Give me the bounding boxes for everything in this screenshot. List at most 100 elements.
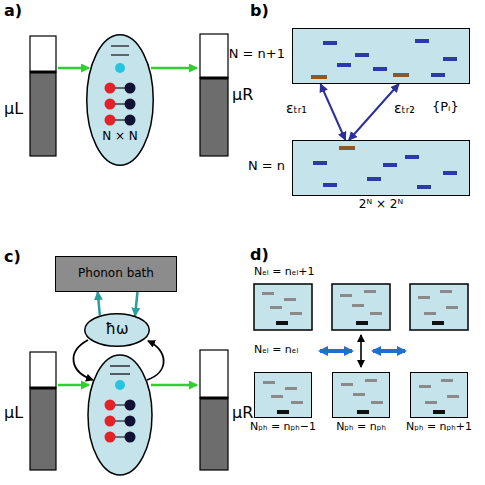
chemical-potential: μL (4, 404, 23, 422)
panel-letter: b) (250, 2, 269, 20)
energy-level (373, 67, 387, 71)
state-box: Nₚₕ = nₚₕ−1 (254, 372, 312, 418)
energy-level (285, 387, 297, 390)
state-box (332, 284, 390, 330)
transition-energy: εₜᵣ₂ (394, 100, 415, 116)
state-box: Nₚₕ = nₚₕ (332, 372, 390, 418)
ellipse-outline (86, 34, 154, 166)
node-label: ħω (84, 321, 150, 338)
energy-level (447, 395, 459, 398)
energy-level (417, 185, 431, 189)
left-electrode (30, 36, 56, 156)
molecule-ellipse: N × N (86, 34, 154, 166)
exchange-arrow (98, 292, 100, 315)
state-box (410, 284, 468, 330)
energy-level (425, 401, 437, 404)
molecule-ellipse (88, 355, 152, 475)
phonon-mode-ellipse: ħω (84, 313, 150, 347)
level-marks (293, 29, 468, 82)
electron-number: Nₑₗ = nₑₗ+1 (254, 266, 314, 279)
chemical-potential: μL (4, 100, 23, 118)
node-label: Nₚₕ = nₚₕ (311, 421, 411, 434)
energy-level (355, 53, 369, 57)
state-box: N = n2ᴺ × 2ᴺ (292, 140, 470, 196)
node-label: Nₚₕ = nₚₕ−1 (233, 421, 333, 434)
energy-level (431, 73, 445, 77)
energy-level (371, 401, 383, 404)
electron-dot (125, 115, 136, 126)
coupling-arrow (73, 340, 93, 380)
node-label: N = n (248, 159, 285, 174)
chemical-potential: μR (232, 404, 253, 422)
state-box: N = n+1 (292, 28, 470, 84)
electron-dot (105, 115, 116, 126)
energy-level (415, 39, 429, 43)
level-line (111, 54, 129, 55)
electron-dot (115, 63, 125, 73)
state-box (254, 284, 312, 330)
transition-energy: εₜᵣ₁ (286, 100, 307, 116)
coupling-arrow (147, 341, 164, 380)
energy-level (365, 379, 377, 382)
panel-letter: a) (4, 2, 22, 20)
energy-level (341, 383, 353, 386)
chemical-potential: μR (232, 86, 253, 104)
energy-level (277, 410, 289, 414)
energy-level (323, 183, 337, 187)
transport-arrow (151, 384, 197, 387)
ellipse-shape (87, 35, 154, 166)
energy-level (441, 379, 453, 382)
node-label: Phonon bath (56, 267, 176, 281)
electron-dot (125, 99, 136, 110)
energy-level (405, 155, 419, 159)
transition-arrow (320, 84, 345, 140)
transport-arrow (58, 384, 89, 387)
probability-set: {Pᵢ} (432, 100, 459, 115)
energy-level (357, 410, 369, 414)
energy-level (383, 163, 397, 167)
exchange-arrow (135, 292, 137, 316)
phonon-bath-box: Phonon bath (55, 256, 177, 292)
node-label: N × N (86, 130, 154, 144)
energy-level (313, 161, 327, 165)
panel-letter: d) (250, 246, 269, 264)
node-label: N = n+1 (229, 47, 285, 62)
electron-dot (105, 99, 116, 110)
energy-level (367, 177, 381, 181)
energy-level (337, 63, 351, 67)
left-electrode (30, 352, 56, 470)
node-sublabel: 2ᴺ × 2ᴺ (293, 198, 469, 212)
energy-level (353, 393, 365, 396)
electron-number: Nₑₗ = nₑₗ (254, 344, 298, 357)
level-marks (255, 373, 310, 416)
energy-level (339, 146, 355, 150)
right-electrode (200, 34, 228, 156)
transition-arrow (373, 349, 405, 353)
level-marks (333, 373, 388, 416)
electron-dot (125, 83, 136, 94)
level-marks (411, 373, 466, 416)
energy-level (433, 410, 445, 414)
transport-arrow (151, 67, 197, 70)
energy-level (393, 73, 409, 77)
energy-level (263, 381, 275, 384)
transport-arrow (58, 67, 89, 70)
panel-letter: c) (4, 248, 21, 266)
node-label: Nₚₕ = nₚₕ+1 (389, 421, 485, 434)
energy-level (323, 41, 337, 45)
right-electrode (200, 350, 228, 470)
transition-arrow (349, 84, 399, 140)
electron-dot (105, 83, 116, 94)
transition-arrow (320, 349, 352, 353)
transition-arrow (360, 335, 362, 367)
level-marks (293, 141, 468, 194)
energy-level (419, 385, 431, 388)
energy-level (311, 75, 327, 79)
energy-level (291, 401, 303, 404)
level-line (111, 45, 129, 46)
energy-level (271, 395, 283, 398)
energy-level (443, 57, 457, 61)
state-box: Nₚₕ = nₚₕ+1 (410, 372, 468, 418)
